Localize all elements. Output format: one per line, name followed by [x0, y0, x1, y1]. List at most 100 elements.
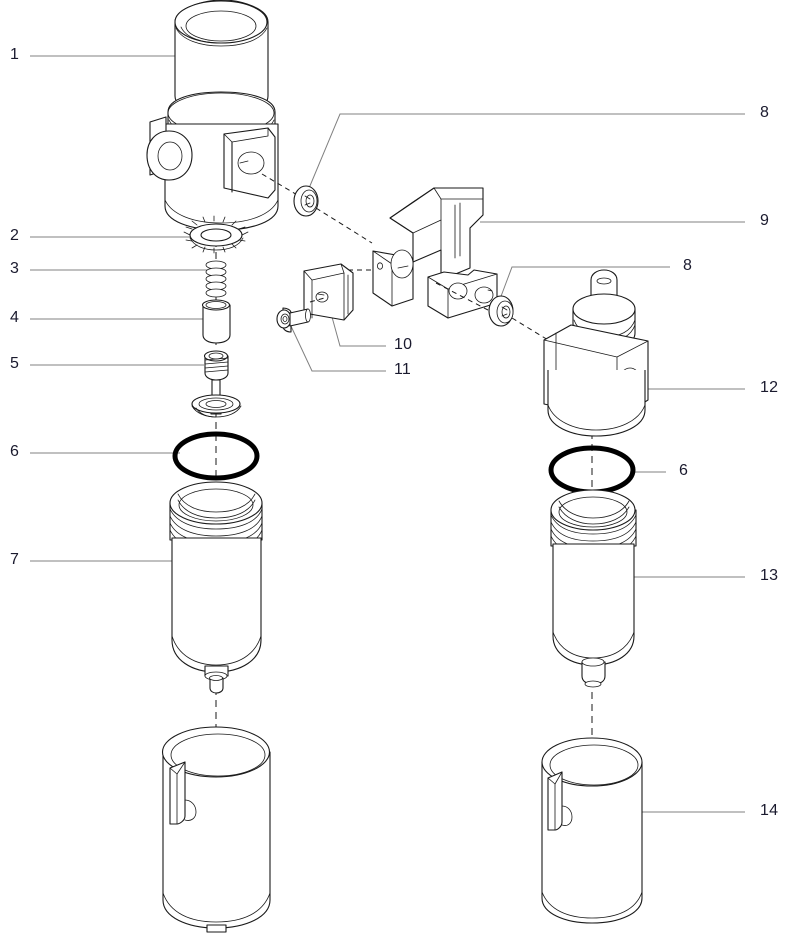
- part-2-lock-washer[interactable]: [183, 215, 249, 254]
- bracket-small-hole: [376, 262, 383, 270]
- leader-10: [331, 316, 386, 347]
- part-6-o-ring-left[interactable]: [172, 431, 260, 481]
- part-7-filter-bowl-left[interactable]: [169, 481, 263, 694]
- cup-right-sight-top: [554, 771, 563, 785]
- stem-head-bore: [208, 352, 224, 360]
- callout-label-8-lower[interactable]: 8: [683, 257, 693, 274]
- callout-label-2[interactable]: 2: [10, 227, 20, 244]
- sleeve-body: [202, 304, 231, 344]
- bracket-tab-tick: [487, 289, 493, 292]
- bowl-left-drain-tip: [209, 677, 224, 694]
- bracket-edge-e: [469, 214, 484, 229]
- reg-right-collar-top: [572, 293, 636, 325]
- part-10-cover-plate[interactable]: [303, 263, 354, 321]
- callout-label-12[interactable]: 12: [760, 379, 779, 396]
- callout-label-4[interactable]: 4: [10, 309, 20, 326]
- explode-bracket-to-washer: [435, 282, 489, 311]
- part-1-regulator-body-left[interactable]: [146, 0, 300, 231]
- cup-right-sight-lobe: [561, 805, 573, 826]
- washer-lower-ticks: [501, 306, 508, 317]
- part-11-socket-head-screw[interactable]: [276, 296, 329, 333]
- washer-upper-bore: [305, 194, 315, 208]
- bracket-tab-hole-2: [474, 286, 494, 304]
- bowl-left-barrel: [171, 537, 262, 673]
- knob-shadow-arc: [175, 27, 268, 47]
- part-14-collection-cup-right[interactable]: [541, 737, 643, 924]
- bracket-tab-hole-1: [448, 282, 468, 300]
- bowl-left-bore: [178, 488, 254, 522]
- cup-left-rim-inner: [170, 733, 266, 777]
- cover-plate-top-bev: [340, 263, 345, 274]
- part-3-compression-spring[interactable]: [205, 260, 227, 298]
- bowl-right-drain-tip: [584, 680, 602, 688]
- bowl-right-barrel: [552, 543, 635, 666]
- knob-shadow-arc2: [180, 26, 222, 44]
- left-port-hole: [157, 141, 183, 171]
- callout-label-9[interactable]: 9: [760, 212, 770, 229]
- callout-label-3[interactable]: 3: [10, 260, 20, 277]
- cup-right-barrel: [541, 761, 643, 924]
- callout-label-6-right[interactable]: 6: [679, 462, 689, 479]
- lock-washer-underside: [189, 237, 244, 251]
- callout-label-8-upper[interactable]: 8: [760, 104, 770, 121]
- part-12-regulator-body-right[interactable]: [543, 269, 649, 437]
- callout-label-11[interactable]: 11: [394, 361, 412, 378]
- cup-left-bottom-boss: [206, 924, 227, 933]
- right-port-plate-top: [223, 127, 269, 143]
- leader-8-upper: [306, 113, 745, 194]
- bracket-notch-step: [402, 198, 419, 210]
- cup-left-base-arc: [162, 892, 271, 923]
- diaphragm-plate-3: [205, 400, 227, 408]
- diaphragm-underside2: [195, 407, 217, 418]
- callout-label-1[interactable]: 1: [10, 46, 20, 63]
- lock-washer-inner: [200, 228, 232, 242]
- bowl-left-drain-tip-top: [209, 675, 223, 681]
- cup-right-base-arc: [541, 891, 643, 919]
- bracket-rib: [454, 202, 461, 259]
- stem-thread-lines: [204, 357, 229, 373]
- screw-shank-end: [305, 308, 311, 323]
- leader-11: [289, 323, 386, 372]
- cup-left-sight-lobe: [184, 799, 197, 821]
- bracket-large-hole: [390, 249, 414, 279]
- adjust-knob-inner-ellipse: [185, 10, 257, 42]
- part-8-sealing-washer-upper[interactable]: [293, 185, 373, 244]
- part-13-filter-bowl-right[interactable]: [550, 489, 637, 688]
- spring-coils: [205, 260, 227, 298]
- bowl-right-drain-top: [581, 657, 605, 667]
- reg-right-block-top: [616, 340, 649, 358]
- bracket-hole-tick: [397, 265, 409, 269]
- o-ring-left-shape: [172, 431, 260, 481]
- sleeve-bore: [205, 301, 227, 309]
- bracket-edge-d: [412, 219, 442, 234]
- right-port-hole-tick: [239, 160, 249, 164]
- screw-socket-inner: [282, 316, 288, 322]
- part-8-sealing-washer-lower[interactable]: [488, 295, 554, 344]
- bowl-right-bore: [558, 496, 628, 528]
- reg-right-base-cyl: [547, 370, 646, 437]
- part-9-mounting-bracket[interactable]: [348, 187, 498, 319]
- assembly-axis-lines: [215, 228, 593, 762]
- cover-plate-hole-tick: [317, 293, 325, 296]
- right-port-hole: [237, 151, 265, 175]
- callout-label-10[interactable]: 10: [394, 336, 413, 353]
- cup-left-sight-tube: [169, 761, 186, 825]
- explode-line-body-to-washer: [261, 173, 300, 197]
- callout-label-5[interactable]: 5: [10, 355, 20, 372]
- cover-plate-body: [303, 263, 354, 321]
- collection-cup-left[interactable]: [161, 726, 271, 933]
- cup-left-sight-top: [176, 761, 186, 775]
- callout-label-6-left[interactable]: 6: [10, 443, 20, 460]
- reg-right-knob-top: [596, 277, 612, 285]
- leader-lines: [30, 55, 745, 813]
- part-5-valve-stem-assembly[interactable]: [191, 350, 242, 418]
- cup-right-rim-inner: [549, 744, 639, 786]
- callout-label-13[interactable]: 13: [760, 567, 779, 584]
- explode-screw-to-plate: [309, 296, 329, 303]
- callout-label-7[interactable]: 7: [10, 551, 20, 568]
- explode-washer-to-bracket: [315, 207, 373, 244]
- part-4-spring-guide-sleeve[interactable]: [201, 299, 231, 344]
- callout-label-14[interactable]: 14: [760, 802, 779, 819]
- leader-8-lower: [499, 266, 670, 300]
